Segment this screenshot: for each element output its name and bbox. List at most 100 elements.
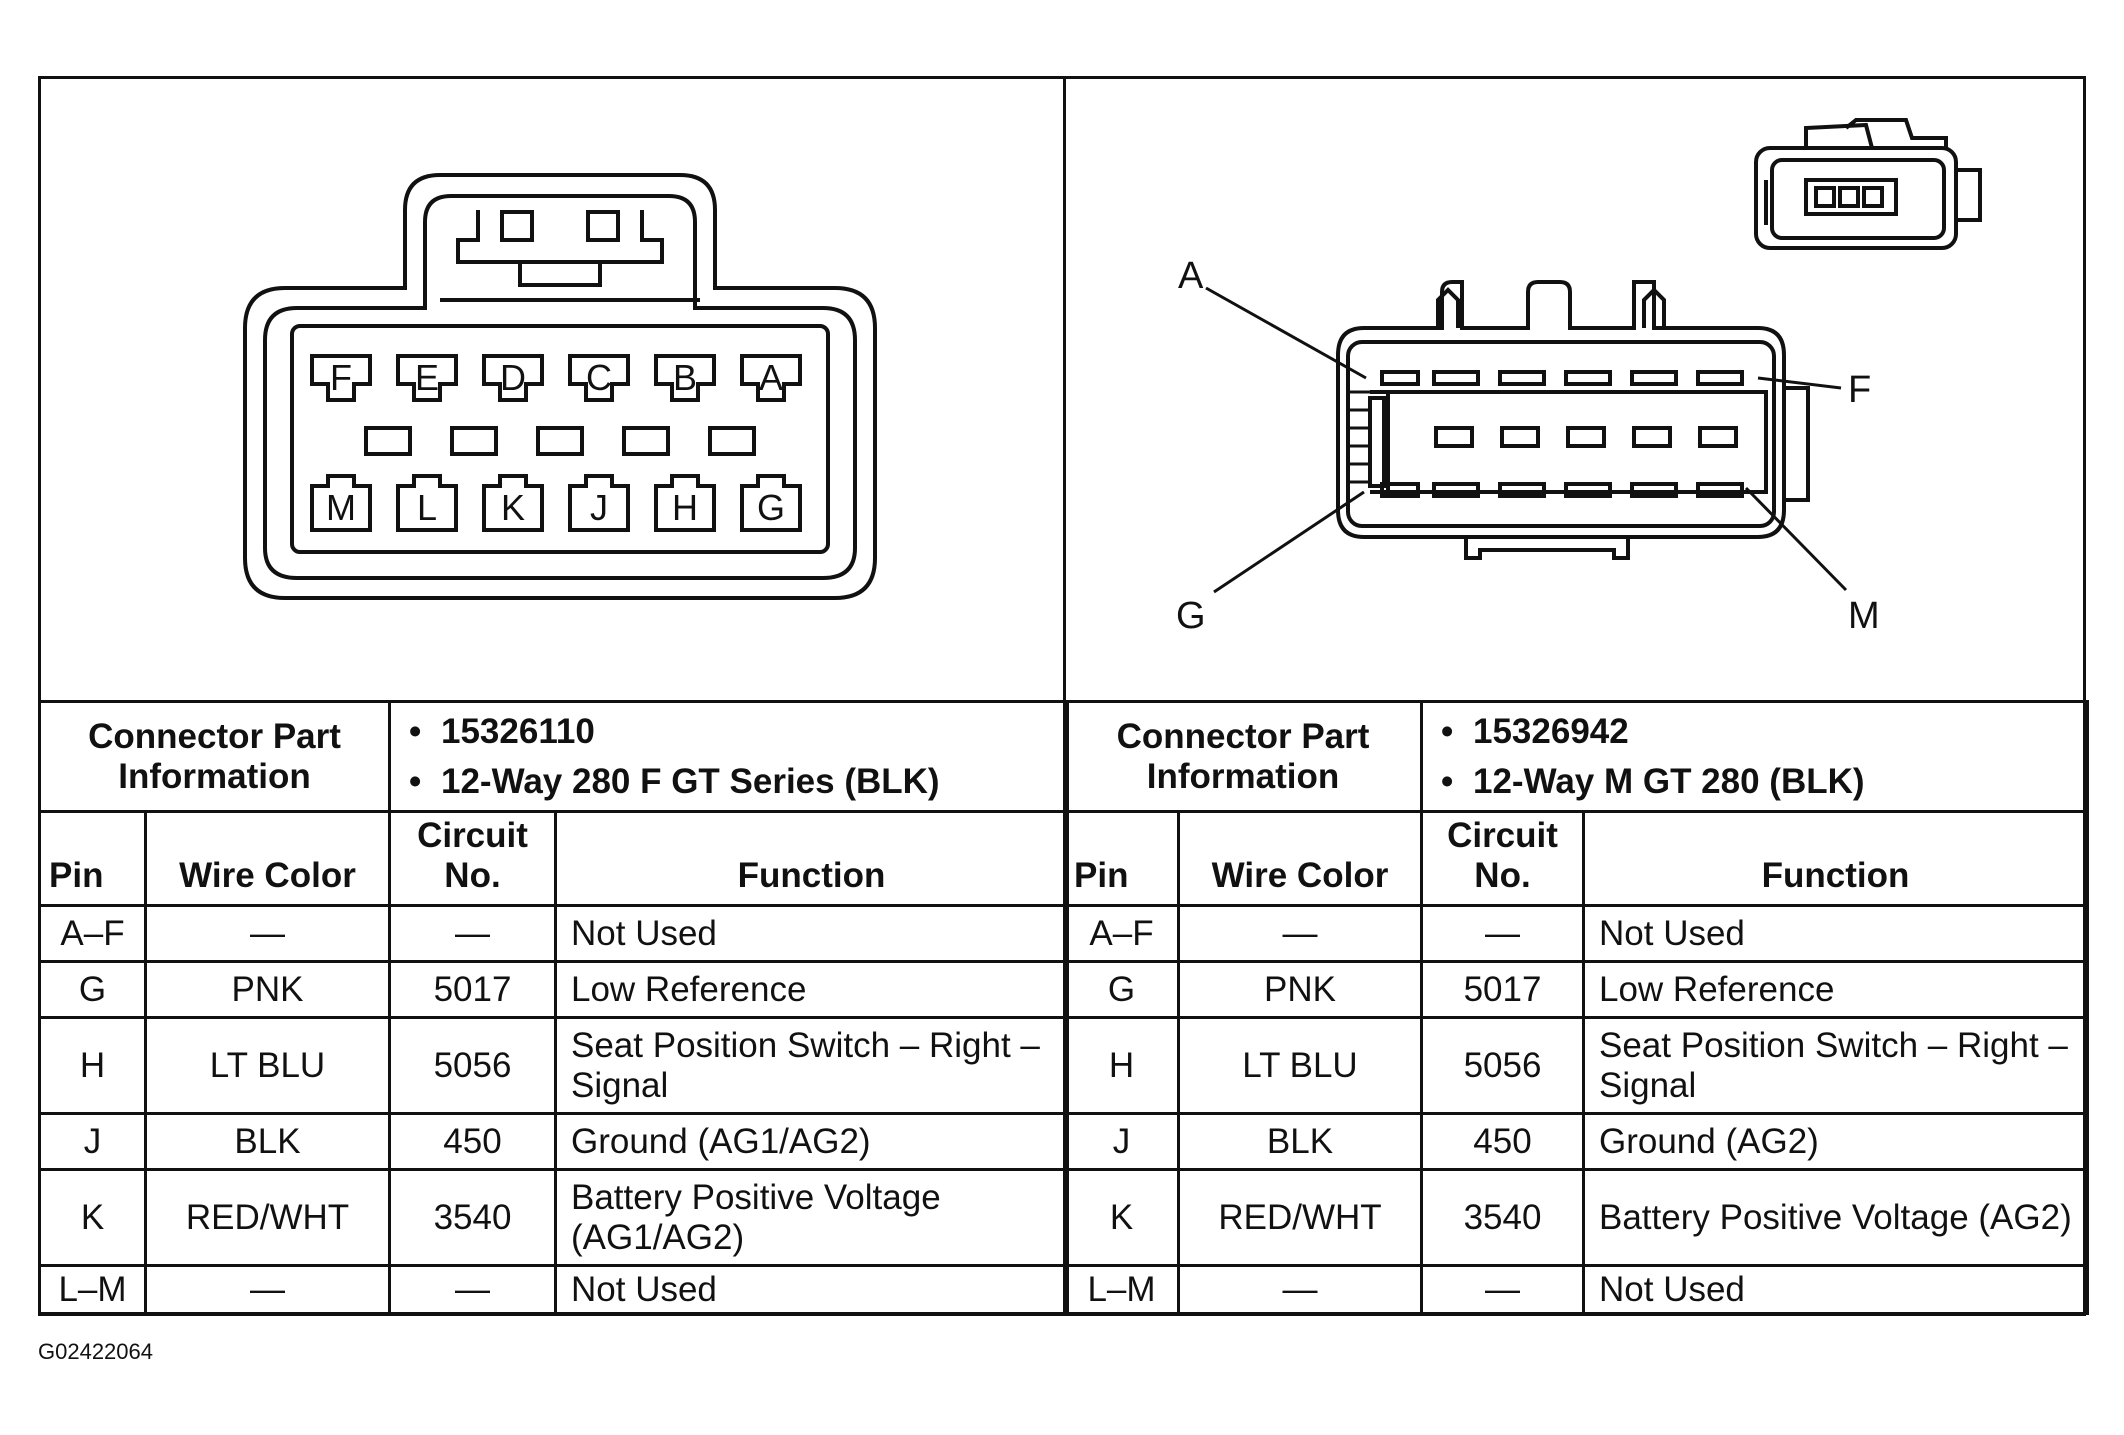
wire-color-cell: PNK (144, 960, 391, 1019)
pin-cell: J (1063, 1112, 1180, 1171)
pin-letter: J (590, 487, 608, 528)
pin-letter: D (500, 357, 526, 398)
function-cell: Seat Position Switch – Right – Signal (1581, 1016, 2090, 1115)
pin-letter: A (759, 357, 783, 398)
male-blade-row (1380, 370, 1744, 498)
pin-letter: K (501, 487, 525, 528)
blade-slot (1380, 370, 1420, 386)
function-cell: Not Used (1581, 904, 2090, 963)
connector-description: 12-Way 280 F GT Series (BLK) (409, 762, 1052, 802)
callout-g: G (1176, 595, 1206, 637)
pin-terminal (396, 354, 458, 402)
connector-info-row: Connector Part Information 15326942 12-W… (1063, 700, 2090, 813)
blade-slot (1498, 370, 1546, 386)
circuit-cell: 450 (1420, 1112, 1585, 1171)
wire-color-cell: LT BLU (1177, 1016, 1423, 1115)
function-cell: Not Used (554, 904, 1069, 963)
connector-info-label: Connector Part Information (1063, 700, 1423, 813)
wire-color-cell: BLK (1177, 1112, 1423, 1171)
blade-slot (1564, 370, 1612, 386)
diagram-frame (38, 76, 2086, 1316)
callout-f: F (1848, 369, 1871, 411)
header-function: Function (1581, 810, 2090, 907)
pin-terminal (740, 354, 802, 402)
callout-leader-f (1757, 376, 1842, 390)
wire-color-cell: — (1177, 1264, 1423, 1315)
blade-slot (1696, 370, 1744, 386)
wire-color-cell: PNK (1177, 960, 1423, 1019)
wire-color-cell: RED/WHT (1177, 1168, 1423, 1267)
header-function: Function (554, 810, 1069, 907)
wire-color-cell: — (144, 904, 391, 963)
circuit-cell: 5017 (1420, 960, 1585, 1019)
wire-color-cell: LT BLU (144, 1016, 391, 1115)
circuit-cell: — (1420, 904, 1585, 963)
function-cell: Low Reference (1581, 960, 2090, 1019)
function-cell: Not Used (554, 1264, 1069, 1315)
left-pinout-table: Connector Part Information 15326110 12-W… (38, 700, 1069, 1315)
blade-slot (1696, 482, 1744, 498)
pin-cell: L–M (38, 1264, 147, 1315)
connector-info-values: 15326110 12-Way 280 F GT Series (BLK) (388, 700, 1069, 813)
header-circuit: Circuit No. (388, 810, 557, 907)
connector-info-label: Connector Part Information (38, 700, 391, 813)
pin-cell: A–F (38, 904, 147, 963)
blade-slot (1564, 482, 1612, 498)
pin-letter: E (415, 357, 439, 398)
pin-letter: H (672, 487, 698, 528)
table-row: L–M——Not Used (38, 1264, 1069, 1315)
blade-slot (1500, 426, 1540, 448)
pin-terminal (396, 474, 458, 532)
wire-color-cell: — (144, 1264, 391, 1315)
function-cell: Ground (AG2) (1581, 1112, 2090, 1171)
callout-leader-m (1744, 486, 1848, 592)
pin-letter: B (673, 357, 697, 398)
header-pin: Pin (38, 810, 147, 907)
pin-terminal (568, 354, 630, 402)
blade-slot (1434, 426, 1474, 448)
callout-leader-g (1213, 490, 1365, 594)
header-wire-color: Wire Color (144, 810, 391, 907)
pin-cell: G (38, 960, 147, 1019)
pin-terminal (654, 474, 716, 532)
circuit-cell: — (1420, 1264, 1585, 1315)
male-connector-drawing: A F G M (1176, 118, 1982, 637)
circuit-cell: — (388, 904, 557, 963)
pin-terminal (482, 354, 544, 402)
pin-terminal (568, 474, 630, 532)
pin-terminal (310, 354, 372, 402)
pin-cell: H (1063, 1016, 1180, 1115)
circuit-cell: 5056 (1420, 1016, 1585, 1115)
wire-color-cell: — (1177, 904, 1423, 963)
pin-terminal (482, 474, 544, 532)
circuit-cell: 5017 (388, 960, 557, 1019)
blade-slot (1698, 426, 1738, 448)
pin-terminal (654, 354, 716, 402)
wire-color-cell: BLK (144, 1112, 391, 1171)
header-wire-color: Wire Color (1177, 810, 1423, 907)
header-row: Pin Wire Color Circuit No. Function (38, 810, 1069, 907)
pin-letter: G (757, 487, 785, 528)
connector-info-row: Connector Part Information 15326110 12-W… (38, 700, 1069, 813)
connector-thumbnail-icon (1754, 118, 1982, 250)
connector-description: 12-Way M GT 280 (BLK) (1441, 762, 2072, 802)
blade-slot (1498, 482, 1546, 498)
right-pinout-table: Connector Part Information 15326942 12-W… (1063, 700, 2090, 1315)
pin-cell: J (38, 1112, 147, 1171)
table-row: A–F——Not Used (1063, 904, 2090, 963)
table-row: L–M——Not Used (1063, 1264, 2090, 1315)
circuit-cell: 450 (388, 1112, 557, 1171)
wire-color-cell: RED/WHT (144, 1168, 391, 1267)
pin-cell: K (38, 1168, 147, 1267)
blade-slot (1432, 370, 1480, 386)
header-circuit: Circuit No. (1420, 810, 1585, 907)
header-row: Pin Wire Color Circuit No. Function (1063, 810, 2090, 907)
pin-cell: H (38, 1016, 147, 1115)
callout-m: M (1848, 595, 1880, 637)
blade-slot (1630, 370, 1678, 386)
function-cell: Low Reference (554, 960, 1069, 1019)
